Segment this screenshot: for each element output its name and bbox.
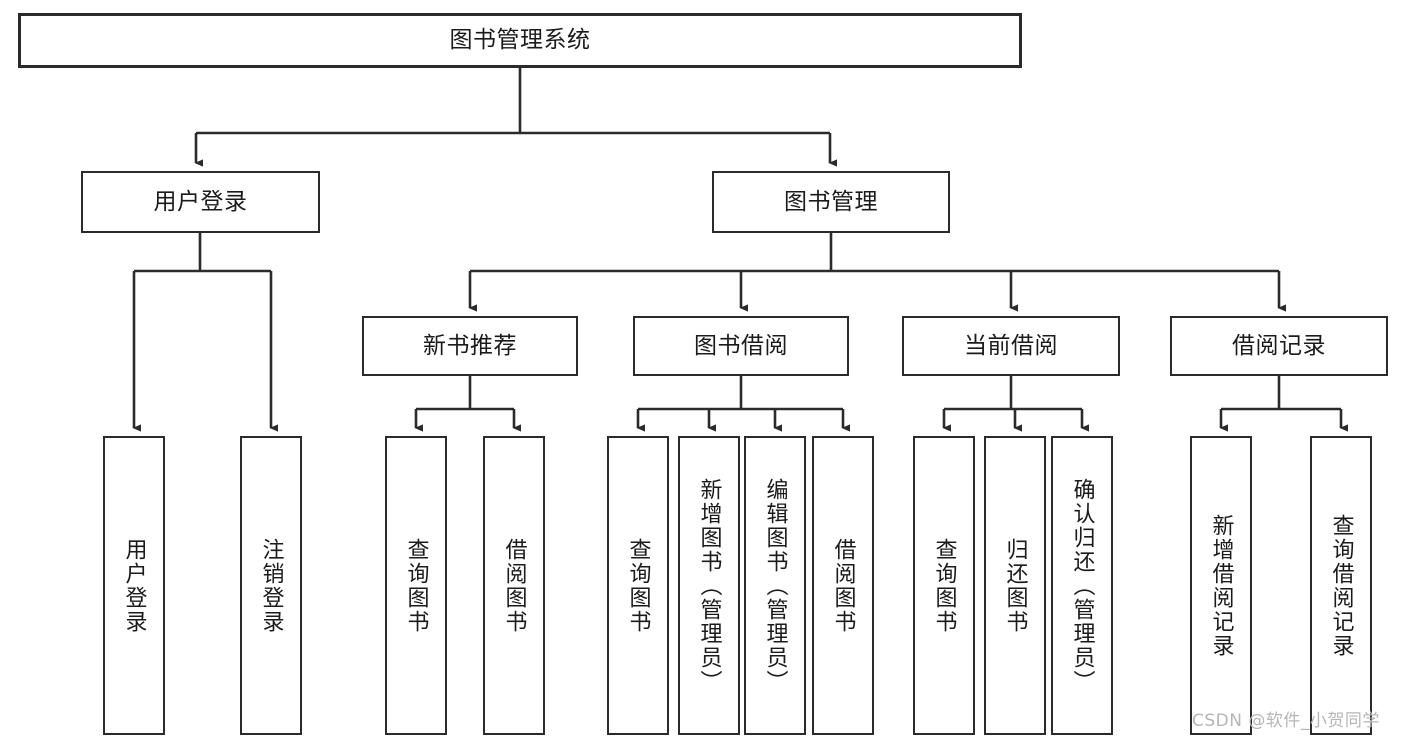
node-leaf-borrow-book-bor[interactable]: 借阅图书 [812,436,874,735]
node-current-borrow-label: 当前借阅 [964,332,1058,359]
node-borrow-record[interactable]: 借阅记录 [1170,316,1388,376]
node-leaf-add-record-label: 新增借阅记录 [1208,513,1234,658]
edge-group-book-manage [468,233,1287,312]
node-root-label: 图书管理系统 [449,27,591,54]
node-leaf-user-login[interactable]: 用户登录 [103,436,165,735]
node-user-login[interactable]: 用户登录 [81,171,320,233]
csdn-watermark: CSDN @软件_小贺同学 [1192,711,1380,731]
node-new-book-rec[interactable]: 新书推荐 [362,316,578,376]
node-leaf-add-book-label: 新增图书（管理员） [696,477,722,694]
node-leaf-edit-book[interactable]: 编辑图书（管理员） [744,436,806,735]
node-leaf-borrow-book-bor-label: 借阅图书 [830,537,856,634]
node-leaf-return-book-label: 归还图书 [1002,537,1028,634]
node-leaf-query-book-rec-label: 查询图书 [403,537,429,634]
node-leaf-query-book-cur-label: 查询图书 [931,537,957,634]
node-leaf-query-book-rec[interactable]: 查询图书 [385,436,447,735]
node-leaf-query-book-cur[interactable]: 查询图书 [913,436,975,735]
node-leaf-add-book[interactable]: 新增图书（管理员） [678,436,740,735]
node-leaf-query-book-bor[interactable]: 查询图书 [607,436,669,735]
node-leaf-confirm-return[interactable]: 确认归还（管理员） [1051,436,1113,735]
node-root[interactable]: 图书管理系统 [18,13,1022,68]
node-leaf-confirm-return-label: 确认归还（管理员） [1069,477,1095,694]
node-borrow-record-label: 借阅记录 [1232,332,1326,359]
node-leaf-user-login-label: 用户登录 [121,537,147,634]
node-leaf-add-record[interactable]: 新增借阅记录 [1190,436,1252,735]
edge-group-book-borrow [636,376,851,432]
node-leaf-return-book[interactable]: 归还图书 [984,436,1046,735]
node-new-book-rec-label: 新书推荐 [423,332,517,359]
node-leaf-query-record-label: 查询借阅记录 [1328,513,1354,658]
node-book-manage[interactable]: 图书管理 [712,171,950,233]
node-leaf-edit-book-label: 编辑图书（管理员） [762,477,788,694]
edge-group-user-login [132,233,279,432]
edge-group-current-borrow [942,376,1090,432]
node-book-borrow-label: 图书借阅 [694,332,788,359]
node-user-login-label: 用户登录 [153,188,248,215]
node-book-manage-label: 图书管理 [784,188,878,215]
node-leaf-query-record[interactable]: 查询借阅记录 [1310,436,1372,735]
node-leaf-query-book-bor-label: 查询图书 [625,537,651,634]
node-leaf-borrow-book-rec-label: 借阅图书 [501,537,527,634]
edge-group-new-book-rec [414,376,522,432]
node-leaf-borrow-book-rec[interactable]: 借阅图书 [483,436,545,735]
edge-group-root [194,68,838,167]
node-leaf-logout-label: 注销登录 [258,537,284,634]
node-book-borrow[interactable]: 图书借阅 [633,316,849,376]
node-leaf-logout[interactable]: 注销登录 [240,436,302,735]
edge-group-borrow-record [1219,376,1349,432]
node-current-borrow[interactable]: 当前借阅 [902,316,1120,376]
